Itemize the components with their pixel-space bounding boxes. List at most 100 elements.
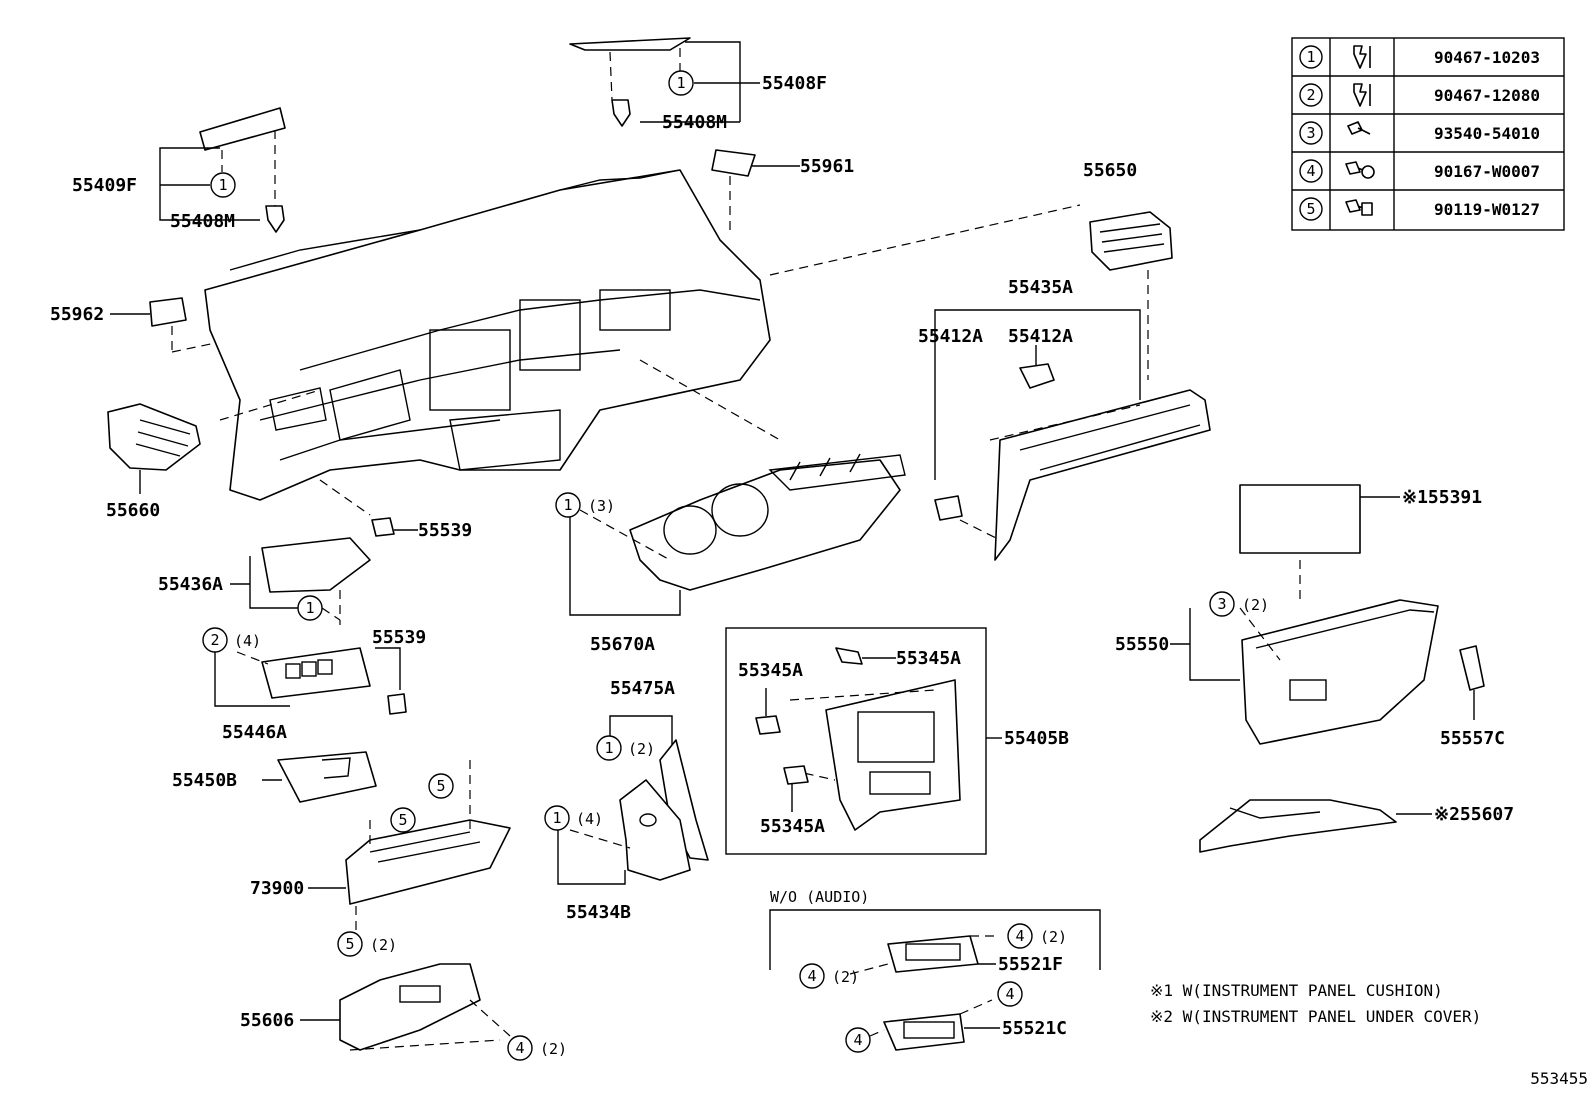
callout-circle <box>202 627 228 653</box>
part-55660-group: 55660 <box>106 403 201 521</box>
callout-quantity: (2) <box>832 968 859 986</box>
part-label-55539-upper: 55539 <box>418 520 472 541</box>
callout-circle <box>210 172 236 198</box>
callout-circle <box>297 595 323 621</box>
part-55962-group: 55962 <box>50 297 231 353</box>
clip-55345A-bottom <box>783 765 809 785</box>
part-label-55412A-right: 55412A <box>1008 326 1073 347</box>
part-55450B-group: 55450B <box>172 751 377 803</box>
callout-circle <box>1299 121 1323 145</box>
switch-blank-55539-upper <box>371 517 395 537</box>
callout-circle <box>337 931 363 957</box>
legend-row-1: 1 90467-10203 <box>1299 45 1540 69</box>
part-label-55539-lower: 55539 <box>372 627 426 648</box>
fastener-legend-table: 1 90467-10203 2 90467-12080 3 93540-5401… <box>1291 37 1565 231</box>
part-label-55670A: 55670A <box>590 634 655 655</box>
side-cover-panel <box>199 107 286 151</box>
callout-quantity: (2) <box>628 740 655 758</box>
callout-circle <box>1209 591 1235 617</box>
cushion-55391 <box>1239 484 1361 554</box>
callout-circle <box>997 981 1023 1007</box>
callout-circle <box>507 1035 533 1061</box>
washer-icon <box>1361 165 1375 179</box>
callout-quantity: (4) <box>234 632 261 650</box>
callout-number: 3 <box>1217 595 1226 613</box>
callout-number: 4 <box>1005 985 1014 1003</box>
under-cover-55607 <box>1199 799 1397 853</box>
part-label-55408F: 55408F <box>762 73 827 94</box>
callout-circle <box>1299 45 1323 69</box>
part-label-55391: ※155391 <box>1402 487 1482 508</box>
pocket-55450B <box>277 751 377 803</box>
callout-circle <box>668 70 694 96</box>
callout-circle <box>596 735 622 761</box>
callout-quantity: (3) <box>588 497 615 515</box>
hex-head-icon <box>1361 202 1373 216</box>
callout-circle <box>1299 197 1323 221</box>
part-55446A-group: 2 (4) 55446A 55539 <box>202 627 426 743</box>
footnote-1: ※1 W(INSTRUMENT PANEL CUSHION) <box>1150 981 1443 1000</box>
footnote-2: ※2 W(INSTRUMENT PANEL UNDER COVER) <box>1150 1007 1481 1026</box>
callout-quantity: (2) <box>540 1040 567 1058</box>
part-label-55475A: 55475A <box>610 678 675 699</box>
legend-part-number: 90467-12080 <box>1434 86 1540 105</box>
tweeter-grille-55961 <box>711 149 756 177</box>
part-55409F-group: 1 55409F 55408M <box>72 107 286 233</box>
garnish-55435A <box>994 389 1211 561</box>
part-label-55435A: 55435A <box>1008 277 1073 298</box>
callout-circle <box>1299 83 1323 107</box>
switch-blank-55539-lower <box>387 693 407 715</box>
callout-number: 4 <box>1015 927 1024 945</box>
callout-number: 5 <box>398 811 407 829</box>
wo-audio-label: W/O (AUDIO) <box>770 888 869 906</box>
callout-number: 1 <box>604 739 613 757</box>
part-55435A-group: 55435A 55412A 55412A <box>918 277 1211 561</box>
part-55550-group: 3 (2) 55550 55557C <box>1115 591 1505 749</box>
part-label-55521C: 55521C <box>1002 1018 1067 1039</box>
callout-circle <box>544 805 570 831</box>
wo-audio-group: W/O (AUDIO) 4 (2) 4 (2) 55521F 4 4 55521… <box>769 888 1101 1053</box>
callout-quantity: (2) <box>1040 928 1067 946</box>
part-label-55606: 55606 <box>240 1010 294 1031</box>
part-label-55557C: 55557C <box>1440 728 1505 749</box>
part-label-55436A: 55436A <box>158 574 223 595</box>
callout-number: 4 <box>853 1031 862 1049</box>
callout-quantity: (2) <box>1242 596 1269 614</box>
part-label-55521F: 55521F <box>998 954 1063 975</box>
legend-ref: 4 <box>1306 162 1315 180</box>
callout-quantity: (2) <box>370 936 397 954</box>
part-55539-upper-group: 55539 <box>371 517 472 541</box>
callout-quantity: (4) <box>576 810 603 828</box>
pocket-55521F <box>887 935 979 973</box>
callout-number: 4 <box>515 1039 524 1057</box>
callout-circle <box>845 1027 871 1053</box>
part-label-55409F: 55409F <box>72 175 137 196</box>
legend-row-2: 2 90467-12080 <box>1299 83 1540 107</box>
part-label-55450B: 55450B <box>172 770 237 791</box>
callout-number: 1 <box>218 176 227 194</box>
legend-ref: 5 <box>1306 200 1315 218</box>
legend-row-3: 3 93540-54010 <box>1299 121 1540 145</box>
callout-number: 1 <box>563 496 572 514</box>
callout-number: 5 <box>436 777 445 795</box>
callout-circle <box>799 963 825 989</box>
panel-55436A <box>261 537 371 593</box>
part-label-55961: 55961 <box>800 156 854 177</box>
clip-55412A-left <box>934 495 963 521</box>
part-label-55345A-top: 55345A <box>896 648 961 669</box>
tweeter-grille-55962 <box>149 297 187 327</box>
side-vent-55650 <box>1089 211 1173 271</box>
part-55436A-group: 1 55436A <box>158 537 371 625</box>
legend-ref: 3 <box>1306 124 1315 142</box>
part-55650-group: 55650 <box>1083 160 1173 380</box>
clip-55408M-top <box>611 99 631 127</box>
part-label-73900: 73900 <box>250 878 304 899</box>
part-55405B-group: 55405B 55345A 55345A 55345A <box>725 627 1069 855</box>
part-label-55660: 55660 <box>106 500 160 521</box>
part-55391-group: ※155391 <box>1239 484 1482 600</box>
clip-55345A-top <box>835 647 863 665</box>
part-label-55345A-bottom: 55345A <box>760 816 825 837</box>
center-audio-panel <box>825 679 961 831</box>
part-label-55607: ※255607 <box>1434 804 1514 825</box>
